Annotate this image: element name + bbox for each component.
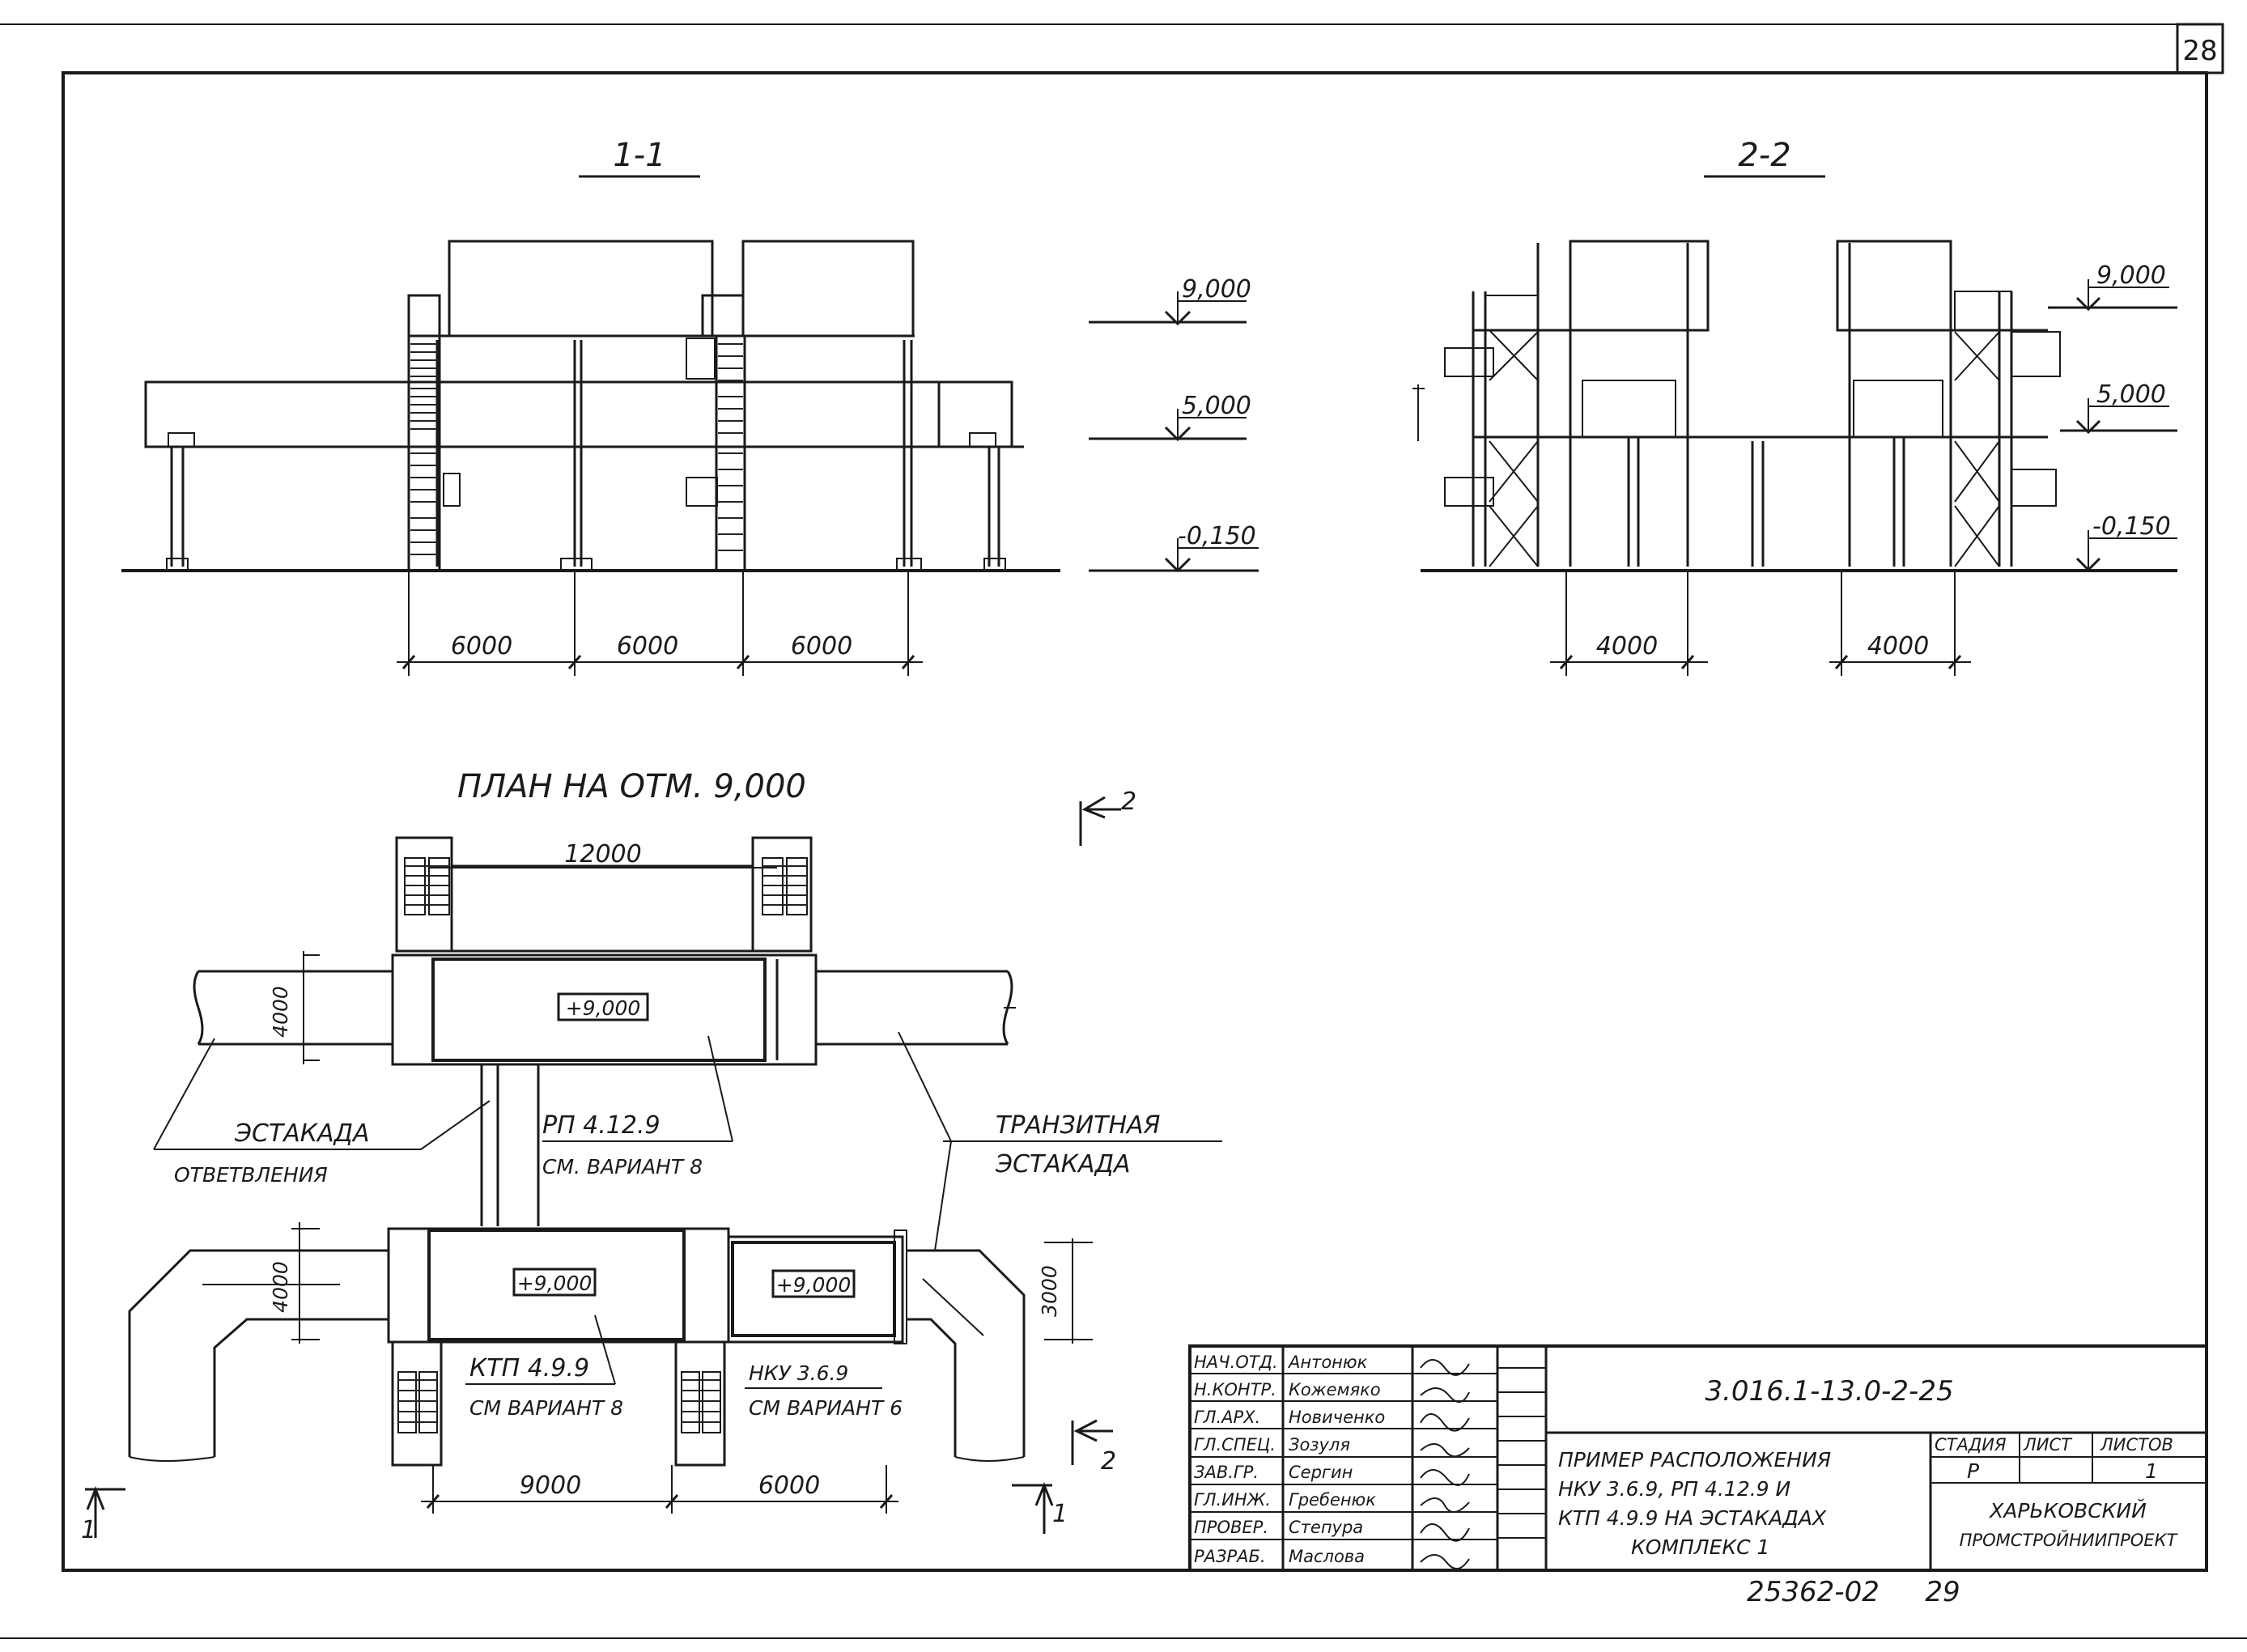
tb-role-1: НАЧ.ОТД. [1194, 1353, 1278, 1372]
plan-label-nku-2: СМ ВАРИАНТ 6 [749, 1396, 903, 1420]
tb-desc-3: КТП 4.9.9 НА ЭСТАКАДАХ [1558, 1506, 1827, 1530]
tb-name-6: Гребенюк [1289, 1490, 1376, 1510]
tb-role-5: ЗАВ.ГР. [1194, 1463, 1259, 1482]
plan-title: ПЛАН НА ОТМ. 9,000 [457, 768, 806, 805]
plan-dim-left-lower: 4000 [269, 1261, 292, 1313]
equipment-block-left [448, 240, 714, 338]
plan-level-mark-nku: +9,000 [776, 1273, 852, 1297]
s1-dim-2: 6000 [617, 632, 678, 660]
tb-desc-1: ПРИМЕР РАСПОЛОЖЕНИЯ [1558, 1448, 1831, 1472]
tb-role-7: ПРОВЕР. [1194, 1518, 1268, 1537]
s2-dim-2: 4000 [1867, 632, 1929, 660]
plan-lower-stairs [397, 1371, 721, 1433]
tb-role-8: РАЗРАБ. [1194, 1547, 1266, 1566]
plan-dim-bottom-2: 6000 [758, 1472, 820, 1500]
tb-sheet-header: ЛИСТ [2023, 1435, 2073, 1455]
tb-name-8: Маслова [1289, 1547, 1365, 1566]
s2-dim-1: 4000 [1596, 632, 1658, 660]
section-2-2: 2-2 [1412, 137, 2177, 676]
plan-level-mark-rp: +9,000 [566, 996, 641, 1020]
tb-stage-value: Р [1967, 1459, 1980, 1483]
equipment-block-right [741, 240, 915, 338]
archive-number: 25362-02 [1747, 1576, 1880, 1608]
tb-name-5: Сергин [1289, 1463, 1353, 1482]
plan-label-nku-1: НКУ 3.6.9 [749, 1361, 848, 1385]
tb-sheets-value: 1 [2145, 1459, 2158, 1483]
s1-elev-0150: -0,150 [1178, 522, 1256, 550]
archive-suffix: 29 [1925, 1576, 1960, 1608]
plan-label-branch-1: ЭСТАКАДА [234, 1119, 370, 1148]
s1-elev-9000: 9,000 [1182, 275, 1251, 304]
signature-scribbles [1420, 1359, 1470, 1569]
s1-dim-3: 6000 [791, 632, 852, 660]
tb-sheets-header: ЛИСТОВ [2100, 1435, 2173, 1455]
plan-upper-stairs [404, 857, 808, 915]
s2-elev-0150: -0,150 [2092, 512, 2171, 541]
tb-org-2: ПРОМСТРОЙНИИПРОЕКТ [1960, 1530, 2179, 1550]
plan-dim-top: 12000 [564, 840, 641, 868]
tb-role-3: ГЛ.АРХ. [1194, 1408, 1260, 1427]
section-1-title: 1-1 [613, 137, 665, 174]
tb-name-7: Степура [1289, 1518, 1363, 1537]
title-block: НАЧ.ОТД. Н.КОНТР. ГЛ.АРХ. ГЛ.СПЕЦ. ЗАВ.Г… [1188, 1344, 2208, 1572]
section-1-1: 1-1 [121, 137, 1259, 676]
plan-section-mark-1-right: 1 [1052, 1500, 1068, 1528]
left-stair-hatch [410, 343, 438, 555]
plan-label-branch-2: ОТВЕТВЛЕНИЯ [174, 1163, 328, 1187]
plan-view: ПЛАН НА ОТМ. 9,000 2 12000 +9, [81, 768, 1222, 1544]
title-block-rows [1190, 1373, 1497, 1540]
sheet-frame: 28 [0, 23, 2247, 1639]
s1-elev-5000: 5,000 [1182, 392, 1251, 420]
tb-desc-4: КОМПЛЕКС 1 [1631, 1535, 1769, 1559]
plan-dim-bottom-1: 9000 [520, 1472, 581, 1500]
plan-dim-right: 3000 [1038, 1265, 1061, 1317]
tb-name-3: Новиченко [1289, 1408, 1385, 1427]
tb-role-2: Н.КОНТР. [1194, 1380, 1276, 1399]
tb-name-2: Кожемяко [1289, 1380, 1381, 1399]
plan-label-ktp-1: КТП 4.9.9 [469, 1354, 589, 1382]
section-2-title: 2-2 [1738, 137, 1790, 174]
s2-elev-5000: 5,000 [2096, 380, 2166, 409]
s1-dim-1: 6000 [451, 632, 512, 660]
tb-drawing-code: 3.016.1-13.0-2-25 [1705, 1375, 1953, 1408]
tb-name-4: Зозуля [1289, 1435, 1350, 1455]
s2-elev-9000: 9,000 [2096, 261, 2166, 290]
plan-section-mark-2-top: 2 [1121, 788, 1136, 816]
plan-section-mark-1-left: 1 [81, 1516, 96, 1544]
tb-stage-header: СТАДИЯ [1935, 1435, 2007, 1455]
plan-dim-left-upper: 4000 [269, 986, 292, 1038]
plan-label-rp-1: РП 4.12.9 [542, 1111, 661, 1140]
plan-section-mark-2-bottom: 2 [1101, 1447, 1116, 1476]
tb-name-1: Антонюк [1287, 1353, 1368, 1372]
tb-desc-2: НКУ 3.6.9, РП 4.12.9 И [1558, 1477, 1791, 1501]
right-stair-hatch [718, 343, 743, 551]
page-number: 28 [2182, 35, 2217, 67]
plan-label-ktp-2: СМ ВАРИАНТ 8 [469, 1396, 623, 1420]
plan-label-transit-1: ТРАНЗИТНАЯ [996, 1111, 1161, 1140]
tb-role-6: ГЛ.ИНЖ. [1194, 1490, 1271, 1510]
plan-label-transit-2: ЭСТАКАДА [995, 1150, 1131, 1178]
tb-role-4: ГЛ.СПЕЦ. [1194, 1435, 1276, 1455]
tb-org-1: ХАРЬКОВСКИЙ [1988, 1499, 2147, 1522]
plan-label-rp-2: СМ. ВАРИАНТ 8 [542, 1155, 703, 1178]
plan-level-mark-ktp: +9,000 [517, 1272, 593, 1295]
